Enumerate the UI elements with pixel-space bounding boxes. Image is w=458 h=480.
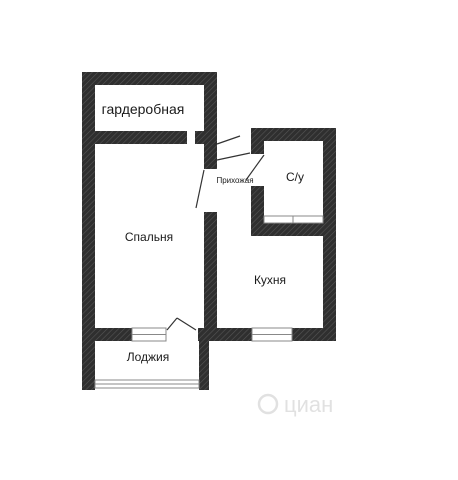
room-labels: гардеробная Спальня Прихожая С/у Кухня Л…	[102, 101, 304, 364]
wall-top-wardrobe	[82, 72, 217, 85]
door-bathroom	[245, 154, 265, 181]
door-bedroom	[195, 169, 205, 209]
wall-bedroom-right-upper	[204, 144, 217, 169]
wall-wardrobe-bottom-left	[82, 131, 187, 144]
watermark: циан	[257, 392, 333, 417]
wall-wardrobe-bottom-stub	[195, 131, 217, 144]
label-kitchen: Кухня	[254, 273, 286, 287]
label-bathroom: С/у	[286, 170, 304, 184]
wall-wardrobe-right	[204, 72, 217, 144]
wall-bathroom-bottom	[251, 223, 336, 236]
door-wardrobe	[216, 135, 241, 145]
window-bedroom	[131, 327, 167, 342]
watermark-logo-icon	[257, 393, 279, 415]
windows	[94, 215, 324, 389]
window-kitchen	[251, 327, 293, 342]
doors	[166, 135, 265, 331]
label-hallway: Прихожая	[216, 176, 253, 185]
wall-bedroom-bottom-left	[82, 328, 132, 341]
label-wardrobe: гардеробная	[102, 101, 185, 117]
wall-bathroom-left-upper	[251, 128, 264, 154]
window-loggia	[94, 379, 200, 389]
window-bathroom-vent	[263, 215, 324, 224]
wall-bedroom-right-lower	[204, 212, 217, 336]
watermark-text: циан	[284, 392, 333, 417]
door-entrance	[216, 152, 251, 161]
wall-outer-left	[82, 72, 95, 390]
wall-loggia-bottom-left	[82, 380, 95, 390]
wall-kitchen-bottom-left	[204, 328, 252, 341]
door-loggia-2	[176, 317, 197, 331]
walls	[82, 72, 336, 390]
label-loggia: Лоджия	[127, 350, 170, 364]
wall-loggia-right	[199, 341, 209, 390]
door-loggia	[166, 317, 178, 331]
label-bedroom: Спальня	[125, 230, 173, 244]
wall-bathroom-top	[251, 128, 336, 141]
